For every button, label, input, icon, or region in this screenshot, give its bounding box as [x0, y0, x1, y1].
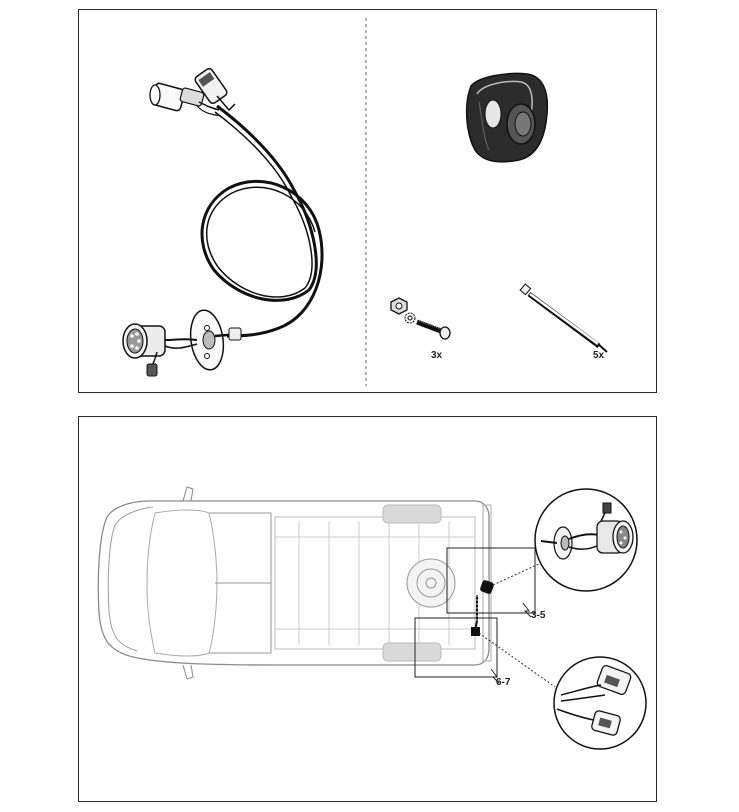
van-top-view-icon: [97, 486, 492, 680]
cable-tie-icon: [519, 283, 608, 353]
socket-cover-icon: [465, 72, 549, 163]
kit-contents-panel: 3x 5x: [78, 9, 657, 393]
bolt-nut-washer-icon: [390, 297, 451, 340]
step-label-socket: 3-5: [531, 610, 546, 621]
wiring-harness-icon: [122, 67, 324, 377]
kit-contents-drawing: 3x 5x: [122, 18, 608, 386]
installation-drawing: 3-5 6-7: [97, 486, 647, 750]
step-label-connector: 6-7: [496, 677, 511, 688]
installation-panel: 3-5 6-7: [78, 416, 657, 802]
connector-detail-icon: [553, 656, 647, 750]
bolt-quantity: 3x: [431, 350, 443, 361]
wiring-route: [414, 547, 556, 688]
socket-detail-icon: [534, 488, 638, 592]
cable-tie-quantity: 5x: [593, 350, 605, 361]
